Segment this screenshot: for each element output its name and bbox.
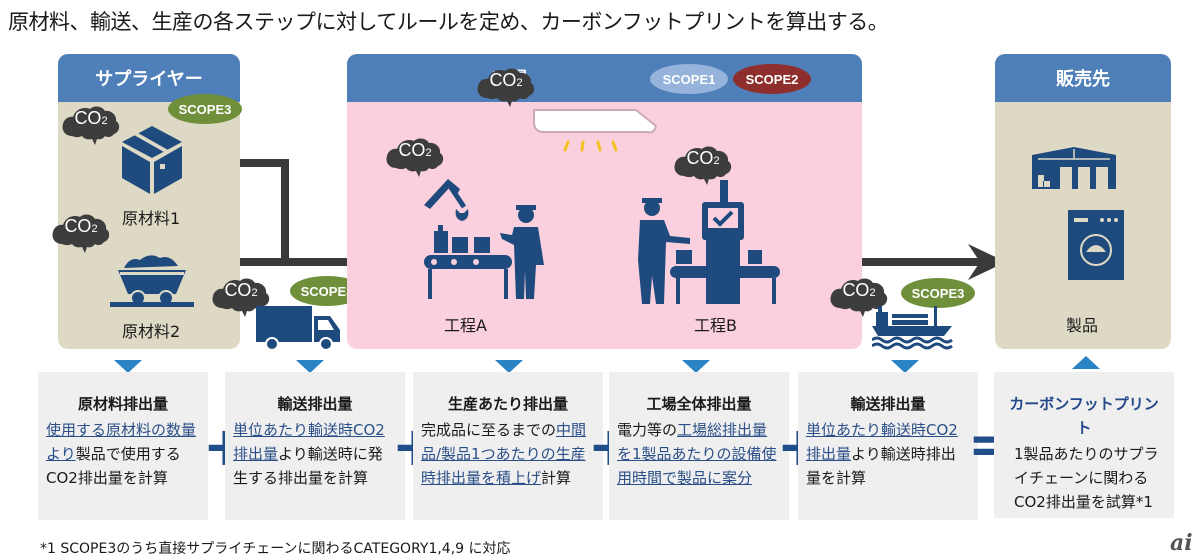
material1-label: 原材料1	[122, 209, 181, 228]
formula-box-carbon-footprint: カーボンフットプリント 1製品あたりのサプライチェーンに関わるCO2排出量を試算…	[994, 372, 1174, 518]
product-label: 製品	[1066, 316, 1099, 335]
formula-title: 工場全体排出量	[646, 395, 752, 413]
scope3-badge-supplier: SCOPE3	[168, 94, 242, 124]
arrow-material1-connector	[220, 159, 289, 262]
pointer-down-material	[114, 360, 142, 373]
warehouse-icon	[1032, 147, 1116, 189]
arrowhead-seller	[968, 244, 1006, 280]
formula-box-transport-out: 輸送排出量 単位あたり輸送時CO2排出量より輸送時排出量を計算	[798, 372, 978, 520]
footnote: *1 SCOPE3のうち直接サプライチェーンに関わるCATEGORY1,4,9 …	[40, 541, 511, 557]
ship-icon	[872, 306, 953, 350]
supplier-header: サプライヤー	[58, 54, 240, 102]
washing-machine-icon	[1068, 210, 1124, 280]
seller-panel: 販売先	[995, 54, 1171, 349]
page-title: 原材料、輸送、生産の各ステップに対してルールを定め、カーボンフットプリントを算出…	[8, 10, 889, 34]
scope2-badge: SCOPE2	[733, 64, 811, 94]
scope3-badge-transport-out: SCOPE3	[901, 278, 975, 308]
pointer-up-product	[1072, 356, 1100, 369]
scope1-badge: SCOPE1	[650, 64, 728, 94]
box-icon	[122, 126, 182, 194]
pointer-down-transport-in	[296, 360, 324, 373]
material2-label: 原材料2	[122, 322, 181, 341]
assembly-line-icon	[424, 179, 544, 299]
pointer-down-transport-out	[891, 360, 919, 373]
formula-title: 原材料排出量	[77, 395, 168, 413]
pointer-down-process-a	[495, 360, 523, 373]
mine-cart-icon	[110, 255, 194, 307]
formula-title: 輸送排出量	[850, 395, 926, 413]
ceiling-light-icon	[533, 109, 658, 152]
formula-box-factory: 工場全体排出量 電力等の工場総排出量を1製品あたりの設備使用時間で製品に案分	[609, 372, 789, 520]
formula-title: カーボンフットプリント	[1009, 395, 1159, 437]
inspection-line-icon	[638, 180, 780, 304]
formula-title: 生産あたり排出量	[447, 395, 568, 413]
formula-box-production: 生産あたり排出量 完成品に至るまでの中間品/製品1つあたりの生産時排出量を積上げ…	[413, 372, 603, 520]
formula-box-material: 原材料排出量 使用する原材料の数量より製品で使用するCO2排出量を計算	[38, 372, 208, 520]
formula-title: 輸送排出量	[277, 395, 353, 413]
process-a-label: 工程A	[444, 316, 487, 335]
pointer-down-process-b	[682, 360, 710, 373]
truck-icon	[256, 306, 340, 351]
formula-box-transport-in: 輸送排出量 単位あたり輸送時CO2排出量より輸送時に発生する排出量を計算	[225, 372, 405, 520]
logo: ai	[1170, 530, 1193, 556]
seller-header: 販売先	[995, 54, 1171, 102]
process-b-label: 工程B	[694, 316, 737, 335]
